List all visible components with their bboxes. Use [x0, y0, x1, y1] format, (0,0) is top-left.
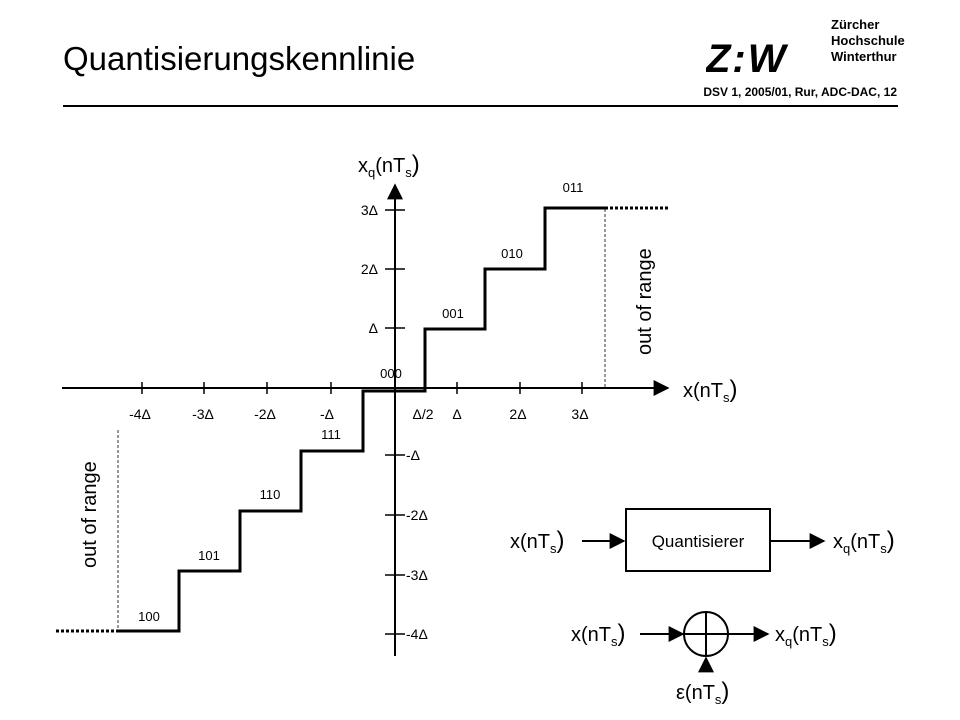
x-tick-label: -2Δ	[254, 406, 276, 422]
institution-line: Winterthur	[831, 49, 897, 64]
y-tick-label: -Δ	[406, 447, 420, 463]
x-axis-label: x(nTs)	[683, 376, 738, 405]
x-tick-label: -3Δ	[192, 406, 214, 422]
page-title: Quantisierungskennlinie	[63, 40, 416, 77]
y-tick-label: 2Δ	[361, 261, 378, 277]
x-tick-label: Δ	[452, 406, 461, 422]
institution-name: Zürcher Hochschule Winterthur	[831, 17, 905, 65]
quantizer-staircase	[118, 206, 605, 633]
x-tick-label: 3Δ	[571, 406, 588, 422]
out-of-range-left-label: out of range	[79, 461, 101, 568]
zhw-logo: Z:W	[706, 40, 789, 76]
quantizer-box-label: Quantisierer	[652, 532, 745, 551]
y-ticks	[385, 209, 405, 635]
code-label: 101	[198, 548, 220, 563]
institution-line: Hochschule	[831, 33, 905, 48]
x-tick-labels: -4Δ -3Δ -2Δ -Δ Δ/2 Δ 2Δ 3Δ	[129, 406, 588, 422]
y-tick-label: -3Δ	[406, 567, 428, 583]
x-tick-label: Δ/2	[412, 406, 433, 422]
x-tick-label: 2Δ	[509, 406, 526, 422]
code-label: 000	[380, 366, 402, 381]
y-tick-label: Δ	[369, 320, 378, 336]
y-tick-label: -4Δ	[406, 626, 428, 642]
x-tick-label: -4Δ	[129, 406, 151, 422]
institution-line: Zürcher	[831, 17, 880, 32]
code-label: 111	[321, 427, 341, 442]
noise-label: ε(nTs)	[676, 678, 729, 707]
code-label: 110	[260, 487, 281, 502]
code-label: 011	[563, 180, 584, 195]
logo-text: Z:W	[706, 40, 789, 76]
block1-input-label: x(nTs)	[510, 527, 565, 556]
noise-model-diagram: x(nTs) xq(nTs) ε(nTs)	[571, 611, 837, 707]
block1-output-label: xq(nTs)	[833, 527, 895, 556]
x-tick-label: -Δ	[320, 406, 334, 422]
quantizer-block-diagram: x(nTs) Quantisierer xq(nTs)	[510, 508, 895, 572]
slide-meta: DSV 1, 2005/01, Rur, ADC-DAC, 12	[703, 85, 897, 99]
y-tick-label: -2Δ	[406, 507, 428, 523]
x-ticks	[141, 382, 583, 394]
block2-output-label: xq(nTs)	[775, 620, 837, 649]
y-axis-label: xq(nTs)	[358, 151, 420, 180]
block2-input-label: x(nTs)	[571, 620, 626, 649]
code-labels: 100 101 110 111 000 001 010 011	[138, 180, 583, 624]
code-label: 001	[442, 306, 464, 321]
y-tick-labels: 3Δ 2Δ Δ -Δ -2Δ -3Δ -4Δ	[361, 202, 428, 642]
header-rule	[63, 105, 898, 107]
code-label: 010	[501, 246, 523, 261]
out-of-range-right-label: out of range	[634, 248, 656, 355]
y-tick-label: 3Δ	[361, 202, 378, 218]
code-label: 100	[138, 609, 160, 624]
